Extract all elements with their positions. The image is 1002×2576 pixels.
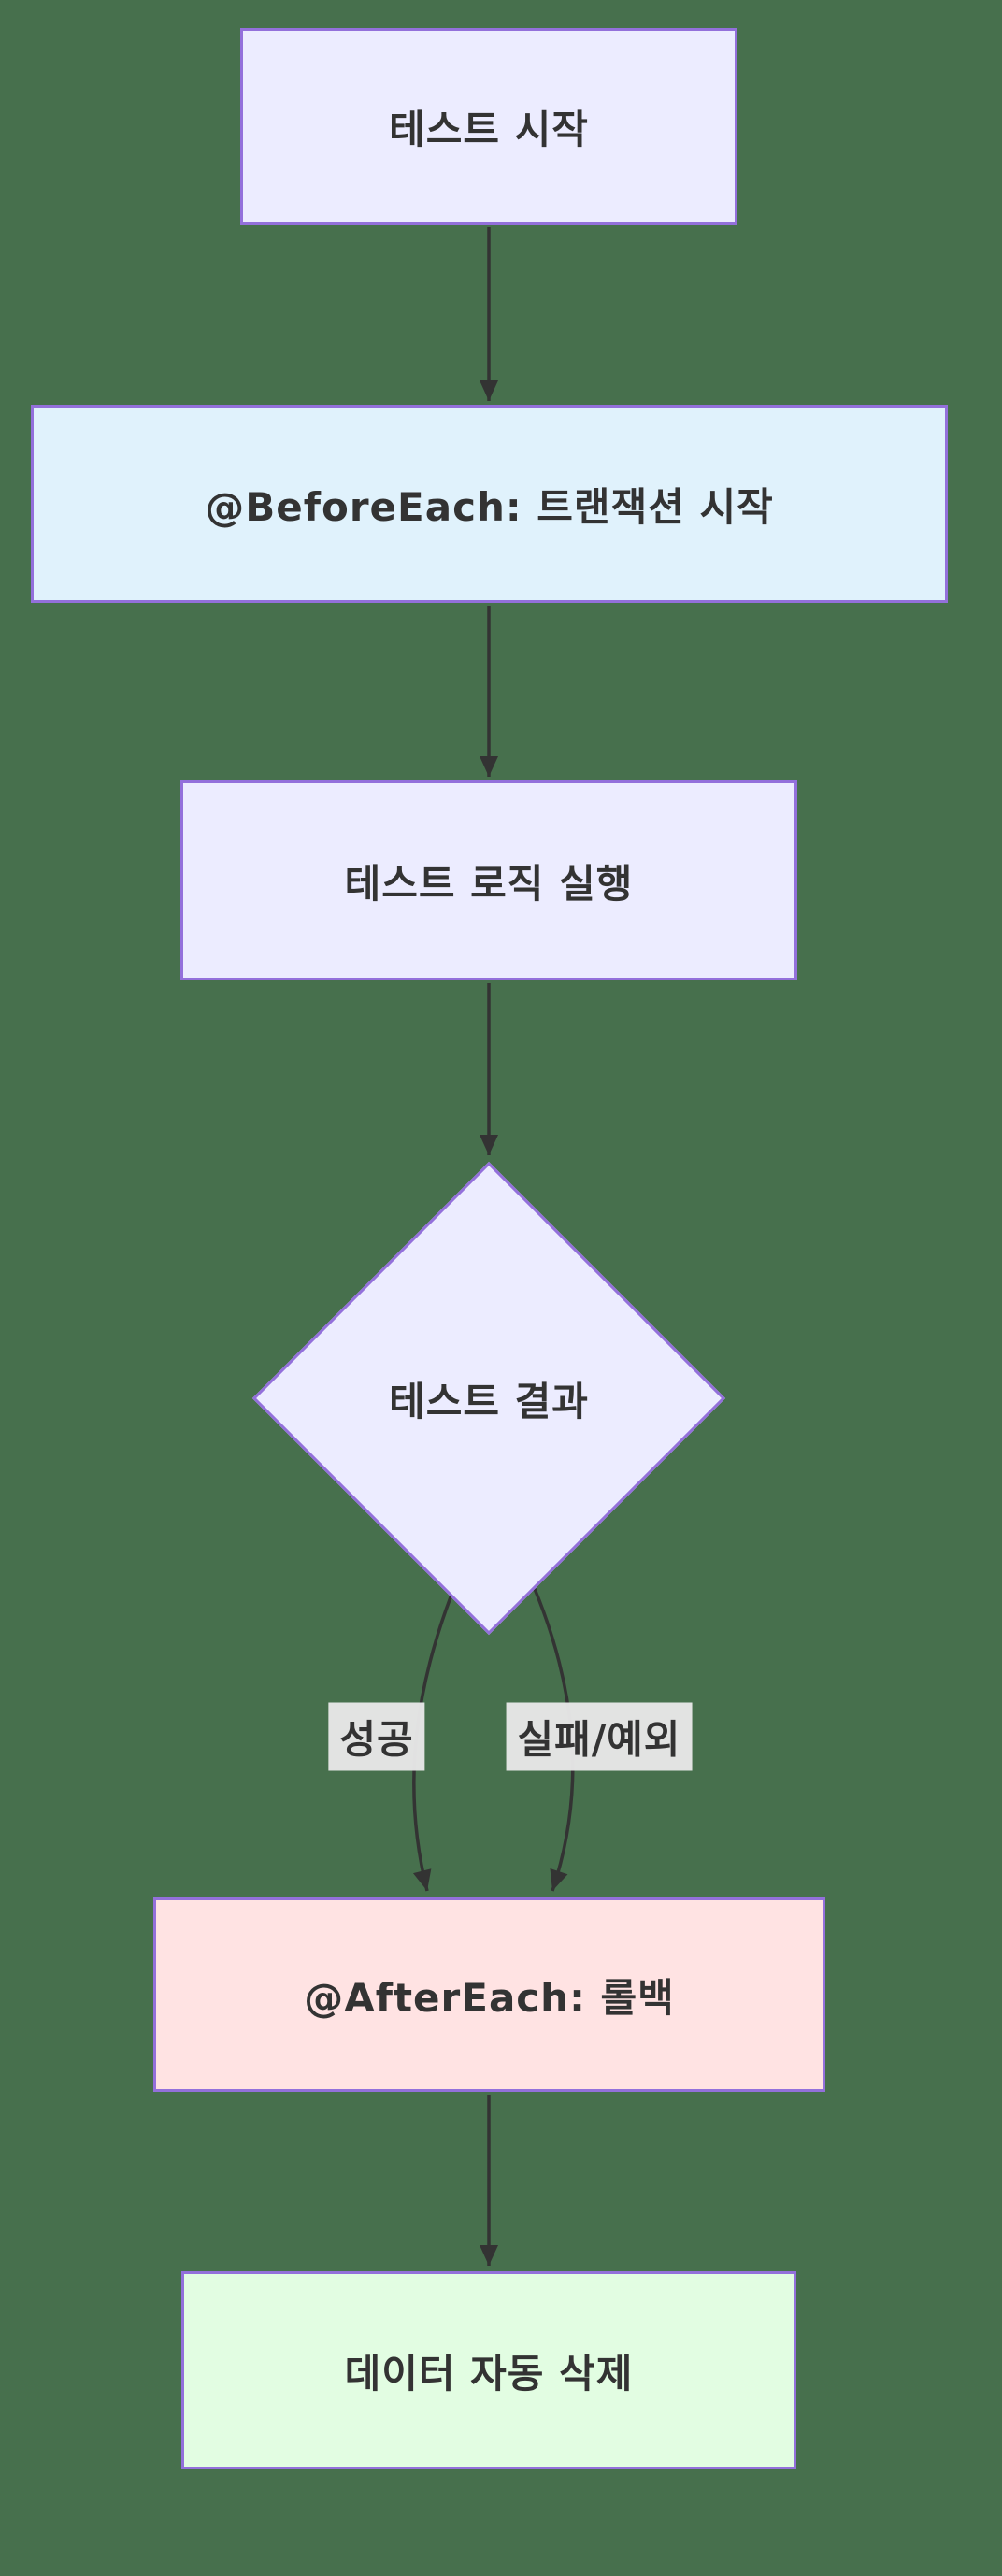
node-test-start-label: 테스트 시작 (389, 107, 589, 152)
node-test-result-label-wrap: 테스트 결과 (321, 1352, 657, 1445)
node-data-auto-delete-label: 데이터 자동 삭제 (344, 2350, 634, 2397)
node-aftereach-rollback-label: @AfterEach: 롤백 (304, 1974, 675, 2021)
node-data-auto-delete: 데이터 자동 삭제 (181, 2271, 796, 2469)
node-test-result-label: 테스트 결과 (389, 1378, 589, 1424)
node-aftereach-rollback: @AfterEach: 롤백 (153, 1897, 825, 2092)
node-test-logic: 테스트 로직 실행 (180, 780, 797, 980)
node-test-start: 테스트 시작 (240, 28, 737, 225)
edge-label-failure: 실패/예외 (506, 1702, 693, 1771)
node-beforeeach-transaction-label: @BeforeEach: 트랜잭션 시작 (205, 483, 774, 530)
edge-label-success: 성공 (328, 1702, 425, 1771)
node-test-logic-label: 테스트 로직 실행 (344, 860, 634, 907)
node-beforeeach-transaction: @BeforeEach: 트랜잭션 시작 (31, 405, 948, 603)
